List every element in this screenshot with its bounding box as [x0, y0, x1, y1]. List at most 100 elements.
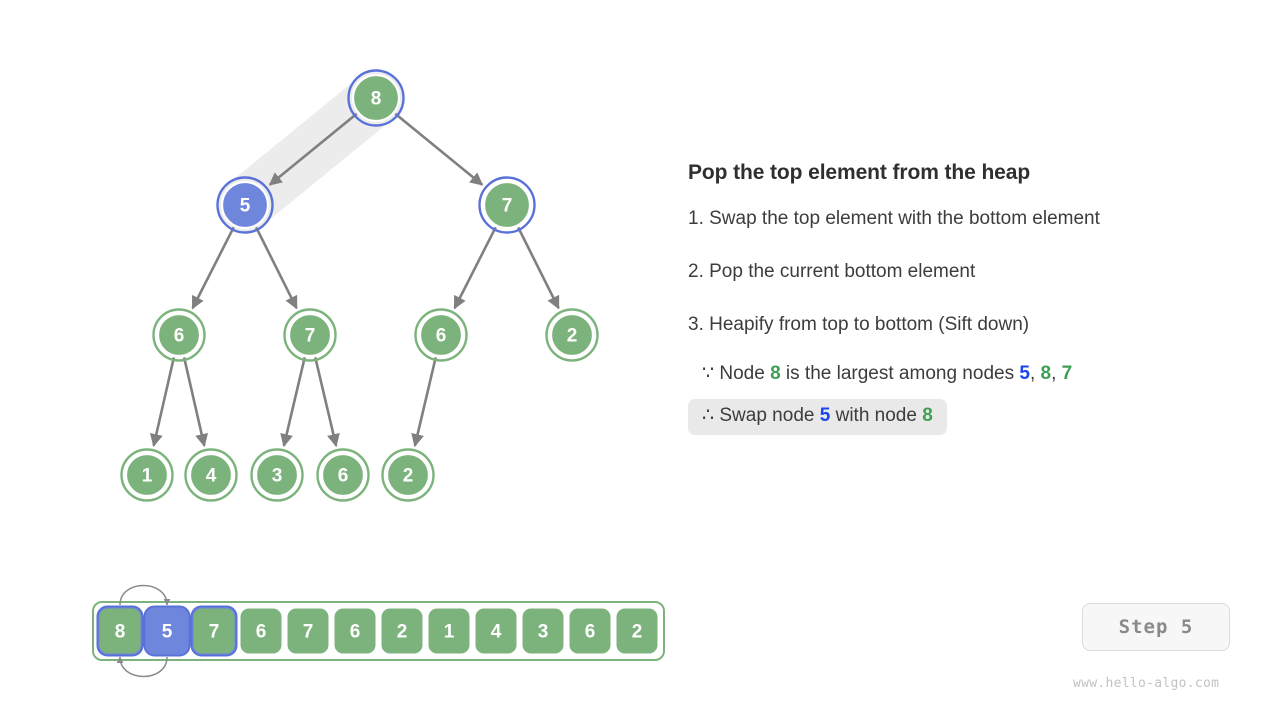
node-outer-ring: [184, 448, 238, 502]
tree-edge: [268, 112, 358, 186]
tree-edge: [149, 357, 176, 448]
node-circle: [351, 73, 401, 123]
swap-arc-backward: [116, 656, 168, 678]
static-text: ,: [1029, 363, 1041, 385]
cell-value: 7: [209, 622, 220, 643]
static-text: is the largest among nodes: [780, 363, 1020, 385]
cell-value: 6: [350, 622, 361, 643]
array-border: [92, 601, 665, 661]
highlighted-value: 8: [1040, 363, 1052, 385]
cell-rect: [381, 608, 423, 654]
tree-edge: [517, 226, 560, 310]
node-circle: [320, 452, 366, 498]
node-circle: [124, 452, 170, 498]
node-outer-ring: [152, 308, 206, 362]
node-outer-ring: [216, 176, 274, 234]
explanation-panel: Pop the top element from the heap 1. Swa…: [688, 160, 1248, 435]
cell-rect: [475, 608, 517, 654]
highlighted-value: 8: [922, 405, 933, 427]
tree-node: 5: [216, 176, 274, 234]
cell-rect: [99, 608, 141, 654]
node-value: 2: [567, 326, 578, 347]
static-text: Node: [714, 363, 771, 385]
array-cell: 7: [287, 608, 329, 654]
highlighted-value: 7: [1061, 363, 1073, 385]
highlighted-value: 8: [770, 363, 781, 385]
cell-value: 1: [444, 622, 455, 643]
tree-node: 8: [347, 69, 405, 127]
cell-rect: [428, 608, 470, 654]
node-circle: [418, 312, 464, 358]
array-cell: 3: [522, 608, 564, 654]
tree-nodes: 8 5 7 6 7 6 2 1 4 3 6 2: [120, 69, 599, 502]
node-circle: [482, 180, 532, 230]
node-value: 1: [142, 466, 153, 487]
array-cell: 2: [616, 608, 658, 654]
tree-node: 4: [184, 448, 238, 502]
static-text: Swap node: [714, 405, 820, 427]
highlighted-value: 5: [819, 405, 831, 427]
node-circle: [220, 180, 270, 230]
cell-rect: [522, 608, 564, 654]
node-outer-ring: [381, 448, 435, 502]
node-outer-ring: [120, 448, 174, 502]
cell-value: 6: [256, 622, 267, 643]
cell-rect: [616, 608, 658, 654]
swap-arc-forward: [119, 584, 171, 606]
tree-edge: [182, 357, 209, 448]
node-circle: [254, 452, 300, 498]
static-text: ,: [1051, 363, 1062, 385]
node-circle: [188, 452, 234, 498]
node-outer-ring: [414, 308, 468, 362]
tree-edge: [255, 226, 298, 310]
array-cell: 6: [569, 608, 611, 654]
because-statement: ∵ Node 8 is the largest among nodes 5, 8…: [688, 357, 1086, 393]
step-item-2: 2. Pop the current bottom element: [688, 260, 976, 282]
static-text: with node: [830, 405, 923, 427]
tree-node: 6: [316, 448, 370, 502]
cell-value: 8: [115, 622, 126, 643]
tree-node: 2: [381, 448, 435, 502]
cell-value: 2: [632, 622, 643, 643]
node-outer-ring: [478, 176, 536, 234]
node-value: 4: [206, 466, 217, 487]
array-cell: 5: [143, 605, 191, 657]
node-value: 8: [371, 89, 382, 110]
array-cell: 2: [381, 608, 423, 654]
highlighted-value: 5: [1019, 363, 1030, 385]
step-badge: Step 5: [1082, 603, 1230, 651]
node-value: 6: [174, 326, 185, 347]
swap-arc-indicator: [116, 584, 171, 678]
node-value: 3: [272, 466, 283, 487]
tree-node: 1: [120, 448, 174, 502]
tree-node: 7: [478, 176, 536, 234]
step-item-3: 3. Heapify from top to bottom (Sift down…: [688, 313, 1030, 335]
cell-value: 3: [538, 622, 549, 643]
node-value: 7: [305, 326, 316, 347]
tree-edge: [191, 226, 235, 310]
node-value: 7: [502, 196, 513, 217]
page-title: Pop the top element from the heap: [688, 161, 1031, 184]
cell-value: 7: [303, 622, 314, 643]
array-cell: 6: [240, 608, 282, 654]
tree-edge: [453, 226, 497, 310]
node-circle: [287, 312, 333, 358]
node-outer-ring: [316, 448, 370, 502]
node-value: 6: [436, 326, 447, 347]
node-outer-ring: [283, 308, 337, 362]
node-value: 6: [338, 466, 349, 487]
array-cell: 4: [475, 608, 517, 654]
reason-block: ∵ Node 8 is the largest among nodes 5, 8…: [688, 357, 1248, 435]
node-outer-ring: [250, 448, 304, 502]
array-cell: 7: [190, 605, 238, 657]
tree-edges: [149, 112, 560, 448]
cell-rect: [193, 608, 235, 654]
array-cell: 8: [96, 605, 144, 657]
tree-edge: [314, 357, 340, 448]
cell-value: 2: [397, 622, 408, 643]
node-outer-ring: [545, 308, 599, 362]
watermark: www.hello-algo.com: [1073, 676, 1220, 691]
tree-edge: [411, 357, 437, 448]
binary-tree-diagram: 8 5 7 6 7 6 2 1 4 3 6 2: [120, 69, 599, 502]
